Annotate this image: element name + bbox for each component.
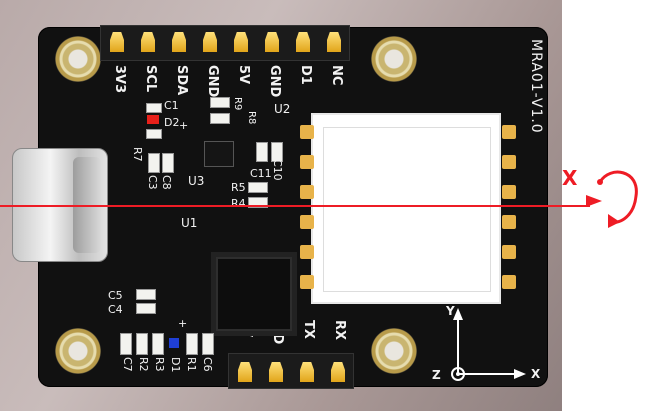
r3-part	[152, 333, 164, 355]
label-c3: C3	[146, 175, 159, 190]
label-c10: C10	[271, 159, 284, 181]
header-pin	[141, 32, 155, 52]
pin-label-d1: D1	[298, 65, 313, 85]
board-name-label: MRA01-V1.0	[528, 39, 544, 134]
plus-mark: +	[179, 119, 189, 132]
header-pin	[296, 32, 310, 52]
label-c11: C11	[250, 167, 272, 180]
x-axis-label-board: X	[531, 367, 541, 381]
pin-label-3v3: 3V3	[112, 65, 127, 94]
label-u1: U1	[181, 216, 198, 230]
u1-mcu-chip	[216, 257, 292, 331]
label-r1: R1	[185, 357, 198, 372]
module-pad	[502, 125, 516, 139]
pin-label-scl: SCL	[143, 65, 158, 93]
label-r9: R9	[232, 97, 243, 111]
pin-label-nc: NC	[329, 65, 344, 86]
module-pad	[502, 275, 516, 289]
c4-part	[136, 303, 156, 314]
module-pad	[300, 185, 314, 199]
mounting-hole-bottom-right	[371, 328, 417, 374]
pin-label-tx: TX	[301, 320, 316, 339]
label-c6: C6	[201, 357, 214, 372]
module-pad	[502, 155, 516, 169]
label-c4: C4	[108, 303, 123, 316]
c1-part	[146, 103, 162, 113]
header-pin	[172, 32, 186, 52]
mounting-hole-bottom-left	[55, 328, 101, 374]
label-r2: R2	[137, 357, 150, 372]
pin-label-rx: RX	[332, 320, 347, 341]
c5-part	[136, 289, 156, 300]
module-pad	[300, 275, 314, 289]
d2-led-red	[147, 115, 159, 124]
axis-symbol	[451, 308, 526, 381]
label-r8: R8	[246, 111, 257, 125]
radar-module	[313, 115, 499, 302]
r7-part	[148, 153, 160, 173]
u3-chip	[204, 141, 234, 167]
label-r3: R3	[153, 357, 166, 372]
x-axis-label: X	[562, 166, 578, 190]
r8-part	[210, 113, 230, 124]
bottom-pin-header	[228, 353, 354, 389]
header-pin	[327, 32, 341, 52]
header-pin	[110, 32, 124, 52]
mounting-hole-top-right	[371, 36, 417, 82]
module-pad	[300, 245, 314, 259]
header-pin	[238, 362, 252, 382]
module-pad	[502, 245, 516, 259]
label-d2: D2	[164, 116, 180, 129]
label-c7: C7	[121, 357, 134, 372]
z-axis-label-board: Z	[432, 368, 441, 382]
pin-label-gnd-2: GND	[267, 65, 282, 98]
radar-module-shield	[323, 127, 491, 292]
module-pad	[300, 125, 314, 139]
module-pad	[300, 155, 314, 169]
r5-part	[248, 182, 268, 193]
mounting-hole-top-left	[55, 36, 101, 82]
header-pin	[300, 362, 314, 382]
x-axis-arrow-line	[0, 205, 590, 207]
label-u3: U3	[188, 174, 205, 188]
label-r5: R5	[231, 181, 246, 194]
label-r7: R7	[131, 147, 144, 162]
x-axis-arrow-head	[586, 170, 638, 228]
c3-part	[162, 153, 174, 173]
c11-part	[256, 142, 268, 162]
label-d1: D1	[169, 357, 182, 373]
smd-part	[146, 129, 162, 139]
r4-part	[248, 197, 268, 208]
r9-part	[210, 97, 230, 108]
top-pin-header	[100, 25, 350, 61]
header-pin	[269, 362, 283, 382]
d1-led-blue	[169, 338, 179, 348]
label-r4: R4	[231, 197, 246, 210]
c7-part	[120, 333, 132, 355]
r2-part	[136, 333, 148, 355]
pin-label-5v: 5V	[236, 65, 251, 85]
pcb-board: 3V3 SCL SDA GND 5V GND D1 NC MRA01-V1.0 …	[38, 25, 548, 389]
label-c8: C8	[160, 175, 173, 190]
header-pin	[265, 32, 279, 52]
module-pad	[502, 215, 516, 229]
module-pad	[300, 215, 314, 229]
header-pin	[331, 362, 345, 382]
y-axis-label-board: Y	[446, 304, 455, 318]
c6-part	[202, 333, 214, 355]
module-pad	[502, 185, 516, 199]
pin-label-sda: SDA	[174, 65, 189, 96]
label-c5: C5	[108, 289, 123, 302]
label-u2: U2	[274, 102, 291, 116]
label-c1: C1	[164, 99, 179, 112]
plus-mark-bottom: +	[178, 317, 188, 330]
header-pin	[203, 32, 217, 52]
pin-label-gnd: GND	[205, 65, 220, 98]
r1-part	[186, 333, 198, 355]
c10-part	[271, 142, 283, 162]
header-pin	[234, 32, 248, 52]
